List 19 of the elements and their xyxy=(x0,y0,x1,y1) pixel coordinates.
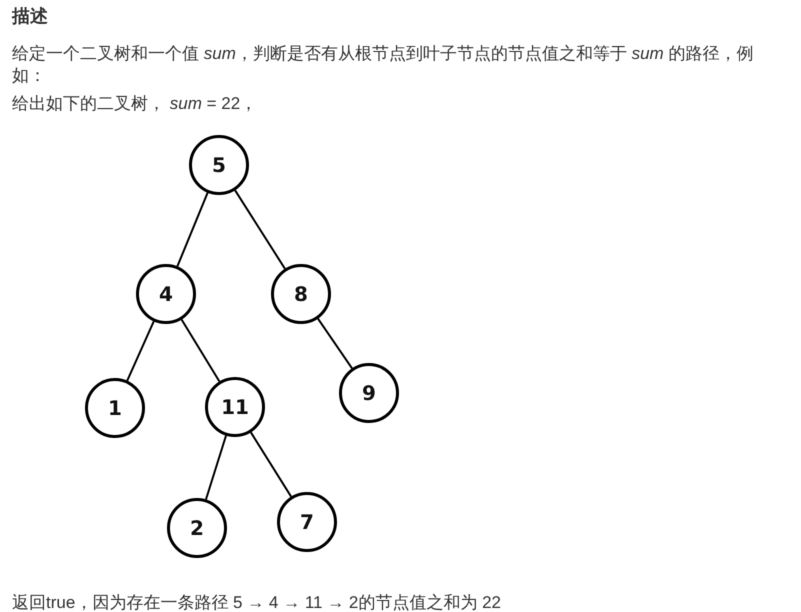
tree-node: 8 xyxy=(271,264,331,324)
tree-edge xyxy=(180,319,220,382)
tree-edge xyxy=(234,190,286,270)
tree-node: 1 xyxy=(85,378,145,438)
tree-edge xyxy=(176,192,209,267)
tree-edge xyxy=(205,435,227,500)
paragraph: 给出如下的二叉树， sum = 22， xyxy=(12,93,258,115)
tree-node: 9 xyxy=(339,363,399,423)
tree-edge xyxy=(317,318,353,369)
paragraph: 返回true，因为存在一条路径 5 → 4 → 11 → 2的节点值之和为 22 xyxy=(12,592,502,612)
tree-edge xyxy=(126,320,155,382)
tree-node: 5 xyxy=(189,135,249,195)
tree-node: 7 xyxy=(277,492,337,552)
tree-node: 11 xyxy=(205,377,265,437)
tree-edge xyxy=(250,432,292,498)
heading: 描述 xyxy=(12,5,48,27)
paragraph: 给定一个二叉树和一个值 sum，判断是否有从根节点到叶子节点的节点值之和等于 sum 的路径，例如： xyxy=(12,43,754,87)
tree-node: 4 xyxy=(136,264,196,324)
tree-node: 2 xyxy=(167,498,227,558)
